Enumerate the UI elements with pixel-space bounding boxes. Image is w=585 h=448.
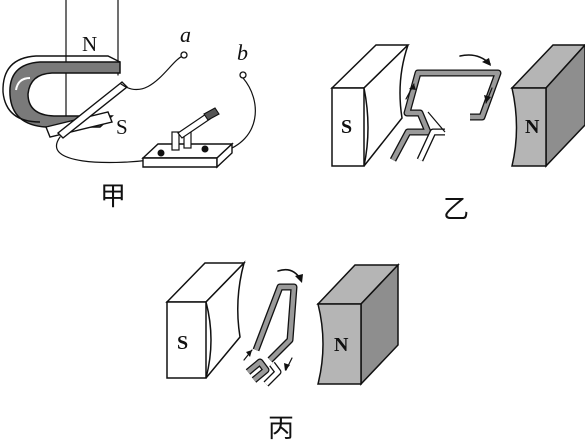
- wire-to-a: [120, 55, 184, 91]
- panel-yi: S N 乙: [330, 43, 585, 225]
- caption-yi: 乙: [443, 195, 469, 225]
- horseshoe-magnet: [2, 55, 121, 138]
- wire-to-switch: [56, 136, 151, 164]
- caption-bing: 丙: [268, 414, 294, 444]
- terminal-b-label: b: [237, 40, 248, 65]
- terminal-a: [180, 51, 188, 59]
- north-magnet-yi: [510, 43, 585, 168]
- magnet-south-label: S: [116, 115, 128, 139]
- magnet-north-label: N: [82, 32, 97, 56]
- north-label-bing: N: [334, 334, 349, 356]
- panel-jia: N S a b 甲: [2, 0, 256, 212]
- terminal-b: [239, 71, 247, 79]
- north-label-yi: N: [525, 116, 540, 138]
- coil-bing: [245, 283, 298, 387]
- south-label-yi: S: [341, 116, 352, 138]
- coil-yi: [389, 69, 502, 162]
- south-label-bing: S: [177, 332, 188, 354]
- panel-bing: S N 丙: [165, 260, 400, 444]
- south-magnet-yi: [330, 44, 410, 167]
- north-magnet-bing: [316, 263, 400, 386]
- terminal-a-label: a: [180, 22, 191, 47]
- caption-jia: 甲: [100, 182, 126, 212]
- south-magnet-bing: [165, 260, 246, 379]
- wire-from-b: [221, 77, 256, 153]
- knife-switch: [141, 107, 234, 169]
